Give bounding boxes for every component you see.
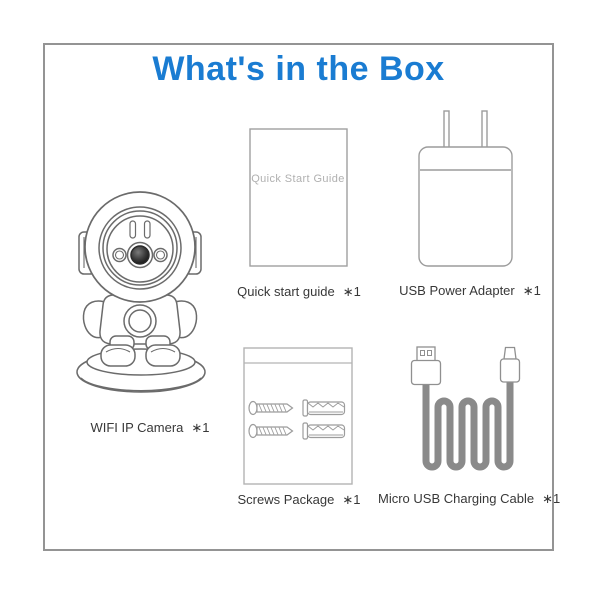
usb-power-adapter-illustration	[418, 110, 513, 267]
screws-package-label: Screws Package ∗1	[229, 492, 369, 508]
item-qty: ∗1	[542, 491, 561, 506]
quick-start-guide-label: Quick start guide ∗1	[229, 284, 369, 300]
screws-package-illustration	[243, 347, 353, 485]
item-qty: ∗1	[342, 284, 361, 299]
item-name: Quick start guide	[237, 284, 335, 299]
border-frame	[43, 43, 554, 551]
page-title: What's in the Box	[152, 50, 445, 88]
camera-lens	[130, 245, 150, 265]
quick-start-guide-illustration: Quick Start Guide	[249, 128, 348, 267]
quick-start-guide-cover-text: Quick Start Guide	[251, 173, 345, 185]
usb-power-adapter-label: USB Power Adapter ∗1	[395, 283, 545, 299]
wifi-ip-camera-label: WIFI IP Camera ∗1	[60, 420, 240, 436]
cable-cord	[422, 381, 514, 471]
item-qty: ∗1	[342, 492, 361, 507]
plastic-bag	[243, 347, 353, 485]
usb-a-connector	[410, 346, 442, 386]
item-name: Micro USB Charging Cable	[378, 491, 535, 506]
item-name: USB Power Adapter	[399, 283, 515, 298]
micro-usb-cable-label: Micro USB Charging Cable ∗1	[378, 491, 560, 507]
wifi-ip-camera-illustration	[76, 191, 206, 393]
item-qty: ∗1	[191, 420, 210, 435]
item-name: Screws Package	[237, 492, 335, 507]
micro-usb-cable-illustration	[410, 346, 521, 471]
micro-usb-connector	[499, 346, 521, 383]
item-name: WIFI IP Camera	[90, 420, 184, 435]
item-qty: ∗1	[522, 283, 541, 298]
